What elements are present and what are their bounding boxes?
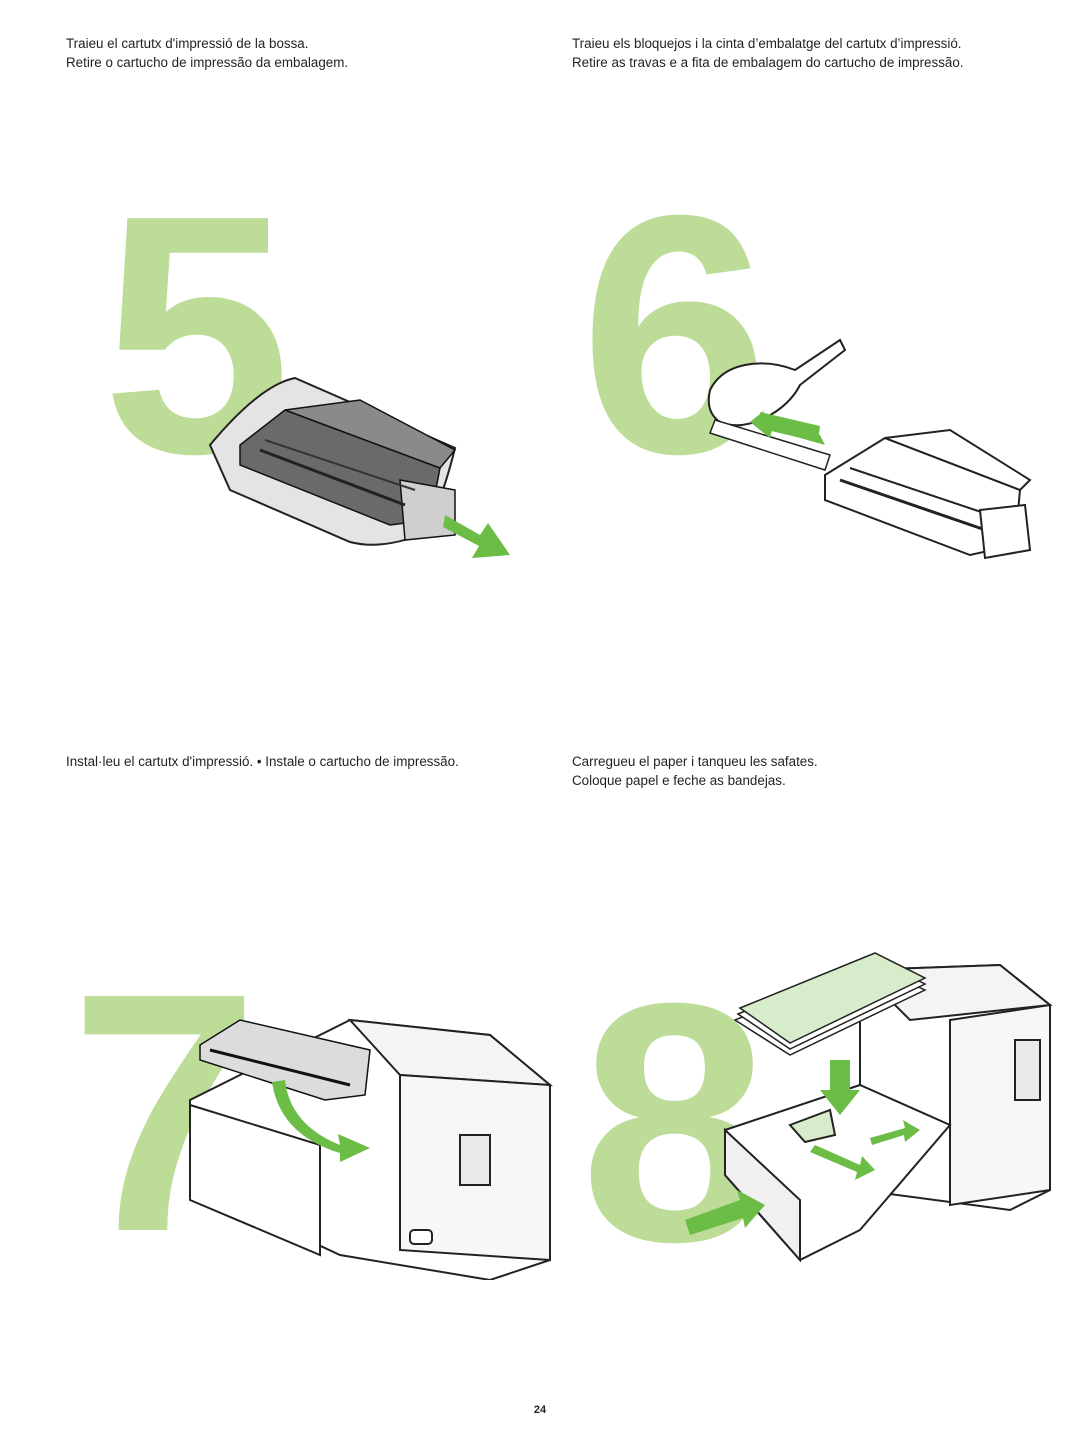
paper-stack-image xyxy=(733,952,927,1056)
step-6-number: 6 xyxy=(580,190,769,525)
print-cartridge-image xyxy=(199,1019,371,1101)
step-6-caption-catalan: Traieu els bloquejos i la cinta d’embala… xyxy=(572,36,962,51)
guide-arrow-icon xyxy=(810,1145,875,1180)
step-8-caption: Carregueu el paper i tanqueu les safates… xyxy=(572,752,818,790)
down-arrow-icon xyxy=(820,1060,860,1115)
step-6-caption: Traieu els bloquejos i la cinta d’embala… xyxy=(572,34,964,72)
step-7-illustration: 7 xyxy=(50,910,560,1280)
step-8-caption-catalan: Carregueu el paper i tanqueu les safates… xyxy=(572,754,818,769)
packing-tape xyxy=(709,419,831,471)
step-5-caption-catalan: Traieu el cartutx d'impressió de la boss… xyxy=(66,36,309,51)
remove-arrow-icon xyxy=(443,515,510,558)
width-arrow-icon xyxy=(870,1120,920,1145)
close-tray-arrow-icon xyxy=(685,1190,765,1235)
step-5-illustration: 5 xyxy=(60,190,530,580)
step-8-illustration: 8 xyxy=(560,910,1060,1280)
step-8-number: 8 xyxy=(580,933,769,1280)
step-5-caption: Traieu el cartutx d'impressió de la boss… xyxy=(66,34,348,72)
print-cartridge-image xyxy=(824,428,1032,560)
page-number: 24 xyxy=(533,1404,547,1416)
print-cartridge-image xyxy=(239,399,457,541)
step-6-illustration: 6 xyxy=(560,190,1050,580)
step-7-caption-text: Instal·leu el cartutx d'impressió. • Ins… xyxy=(66,754,459,769)
step-8-caption-portuguese: Coloque papel e feche as bandejas. xyxy=(572,773,786,788)
step-5-caption-portuguese: Retire o cartucho de impressão da embala… xyxy=(66,55,349,70)
step-6-caption-portuguese: Retire as travas e a fita de embalagem d… xyxy=(572,55,964,70)
step-7-caption: Instal·leu el cartutx d'impressió. • Ins… xyxy=(66,752,459,771)
insert-arrow-icon xyxy=(272,1080,370,1162)
paper-tray-image xyxy=(724,1083,952,1263)
